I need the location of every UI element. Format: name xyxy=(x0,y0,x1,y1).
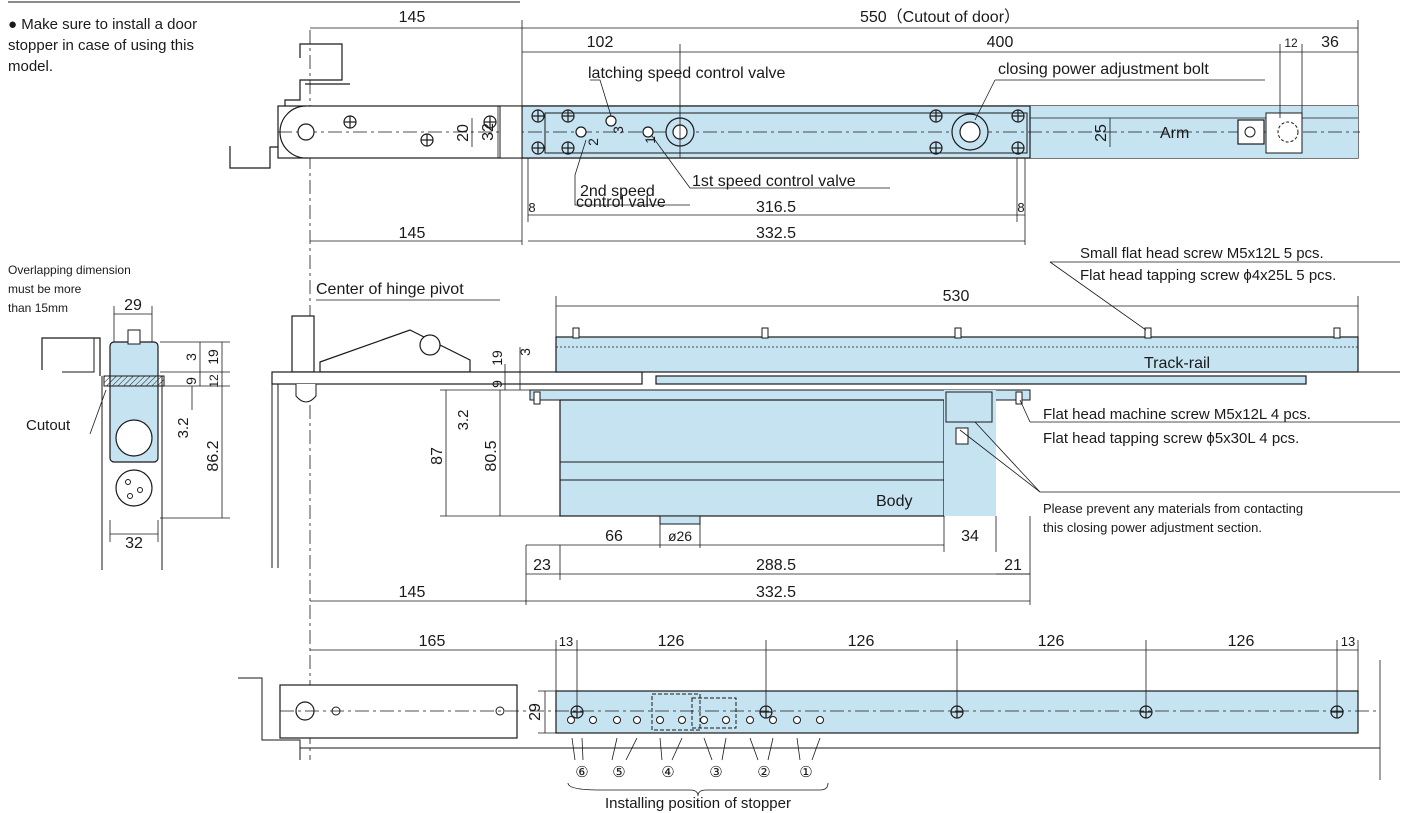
dim-9-side: 9 xyxy=(183,377,199,385)
body-label: Body xyxy=(876,493,912,510)
dim-66: 66 xyxy=(605,528,623,545)
overlap-note-3: than 15mm xyxy=(8,301,68,315)
dim-20: 20 xyxy=(455,124,472,142)
prevent-note-1: Please prevent any materials from contac… xyxy=(1043,501,1303,516)
dim-29-bottom: 29 xyxy=(527,703,544,721)
dim-12: 12 xyxy=(1284,36,1298,50)
overlap-note-1: Overlapping dimension xyxy=(8,263,131,277)
dim-23: 23 xyxy=(533,557,551,574)
first-speed-valve-label: 1st speed control valve xyxy=(692,173,856,190)
dim-34: 34 xyxy=(961,528,979,545)
arm-label: Arm xyxy=(1160,125,1189,142)
dim-332-5-top: 332.5 xyxy=(756,225,796,242)
top-plan-view xyxy=(229,43,1360,169)
cutout-label: Cutout xyxy=(26,417,71,434)
dim-400: 400 xyxy=(987,34,1014,51)
dim-13-left: 13 xyxy=(559,634,573,649)
stopper-position-caption: Installing position of stopper xyxy=(605,795,791,812)
front-elevation-view xyxy=(271,261,1400,605)
dim-165: 165 xyxy=(419,633,446,650)
valve-1-marker: 1 xyxy=(642,136,658,144)
dim-86-2: 86.2 xyxy=(205,440,222,471)
valve-2-marker: 2 xyxy=(585,138,601,146)
dim-8-right: 8 xyxy=(1017,200,1024,215)
dim-36: 36 xyxy=(1321,34,1339,51)
closing-power-bolt-label: closing power adjustment bolt xyxy=(998,61,1209,78)
dim-32-side: 32 xyxy=(125,535,143,552)
dim-29-side: 29 xyxy=(124,297,142,314)
small-flat-screw-label: Small flat head screw M5x12L 5 pcs. xyxy=(1080,245,1324,262)
dim-530: 530 xyxy=(943,288,970,305)
stopper-position-3: ③ xyxy=(709,764,722,781)
dim-145-top: 145 xyxy=(399,9,426,26)
vertical-dimension-labels: 32 20 25 1 2 3 3 19 9 12 3.2 86.2 19 3 9… xyxy=(175,123,1110,721)
dim-dia-26: ø26 xyxy=(668,528,692,544)
dim-3-2-front: 3.2 xyxy=(455,410,472,431)
stopper-position-2: ② xyxy=(757,764,770,781)
prevent-note-2: this closing power adjustment section. xyxy=(1043,520,1262,535)
dim-126-b: 126 xyxy=(848,633,875,650)
dim-145-mid: 145 xyxy=(399,225,426,242)
machine-screw-label: Flat head machine screw M5x12L 4 pcs. xyxy=(1043,406,1311,423)
usage-note: ● Make sure to install a door stopper in… xyxy=(8,16,198,75)
stopper-position-5: ⑤ xyxy=(612,764,625,781)
dim-3-2-side: 3.2 xyxy=(175,418,192,439)
dim-13-right: 13 xyxy=(1341,634,1355,649)
bottom-plan-view xyxy=(238,640,1381,797)
dim-288-5: 288.5 xyxy=(756,557,796,574)
tapping-screw-5-label: Flat head tapping screw ϕ5x30L 4 pcs. xyxy=(1043,430,1299,447)
dim-550-cutout: 550（Cutout of door） xyxy=(860,8,1020,26)
overlap-note-2: must be more xyxy=(8,282,82,296)
dim-9-front: 9 xyxy=(489,380,505,388)
second-speed-valve-label-1: 2nd speed xyxy=(580,183,655,200)
dim-80-5: 80.5 xyxy=(483,440,500,471)
dim-126-d: 126 xyxy=(1228,633,1255,650)
dim-25: 25 xyxy=(1093,124,1110,142)
stopper-position-6: ⑥ xyxy=(575,764,588,781)
side-section-view xyxy=(41,306,230,570)
dim-87: 87 xyxy=(429,447,446,465)
dim-21: 21 xyxy=(1004,557,1022,574)
dim-332-5-low: 332.5 xyxy=(756,584,796,601)
stopper-position-1: ① xyxy=(799,764,812,781)
dim-3-front: 3 xyxy=(517,348,533,356)
hinge-pivot-label: Center of hinge pivot xyxy=(316,281,464,298)
stopper-position-4: ④ xyxy=(661,764,674,781)
dim-316-5: 316.5 xyxy=(756,199,796,216)
dimension-labels: 145 550（Cutout of door） 102 400 12 36 la… xyxy=(8,8,1355,812)
valve-3-marker: 3 xyxy=(610,126,626,134)
latching-speed-valve-label: latching speed control valve xyxy=(588,65,786,82)
dim-32: 32 xyxy=(480,123,497,141)
dim-19-front: 19 xyxy=(489,350,505,366)
dim-102: 102 xyxy=(587,34,614,51)
dim-12-side: 12 xyxy=(207,374,221,388)
dim-126-a: 126 xyxy=(658,633,685,650)
track-rail-label: Track-rail xyxy=(1144,355,1210,372)
dim-8-left: 8 xyxy=(528,200,535,215)
tapping-screw-4-label: Flat head tapping screw ϕ4x25L 5 pcs. xyxy=(1080,267,1336,284)
dim-145-low: 145 xyxy=(399,584,426,601)
second-speed-valve-label-2: control valve xyxy=(576,194,666,211)
dim-19-side: 19 xyxy=(205,349,221,365)
dim-126-c: 126 xyxy=(1038,633,1065,650)
dim-3-side: 3 xyxy=(183,353,199,361)
